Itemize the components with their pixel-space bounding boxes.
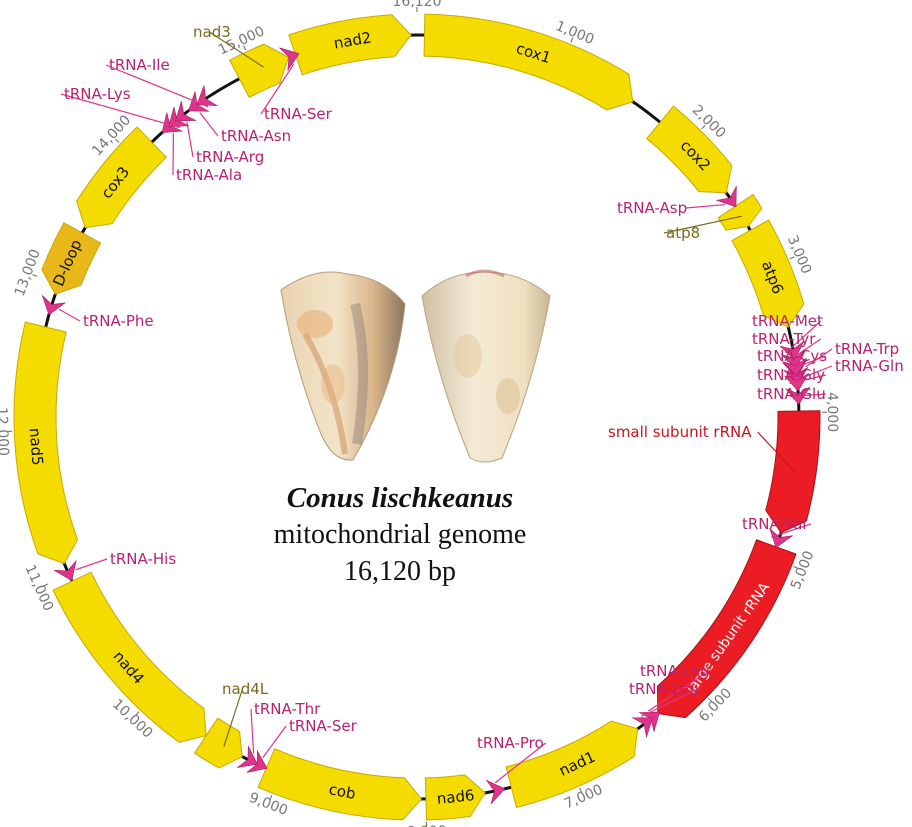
tick-label: 12,000 xyxy=(0,407,11,457)
gene-label-nad3: nad3 xyxy=(193,23,231,41)
tick-label: 11,000 xyxy=(22,562,57,613)
trna-label-trna-phe: tRNA-Phe xyxy=(83,312,154,330)
trna-leader-line xyxy=(200,113,218,136)
tick-label: 16,120 xyxy=(393,0,442,10)
gene-label-nad4l: nad4L xyxy=(222,680,269,698)
trna-label-trna-leu: tRNA-Leu xyxy=(640,662,710,680)
gene-label-atp8: atp8 xyxy=(666,224,700,242)
trna-label-trna-arg: tRNA-Arg xyxy=(196,148,264,166)
trna-label-trna-lys: tRNA-Lys xyxy=(64,85,131,103)
trna-label-trna-glu: tRNA-Glu xyxy=(757,385,826,403)
trna-label-trna-his: tRNA-His xyxy=(110,550,176,568)
cone-shell-image-right xyxy=(418,266,553,466)
trna-label-trna-gly: tRNA-Gly xyxy=(757,366,825,384)
trna-label-trna-ser: tRNA-Ser xyxy=(289,717,358,735)
trna-label-trna-asn: tRNA-Asn xyxy=(221,127,291,145)
gene-nad3 xyxy=(230,44,289,97)
trna-leader-line xyxy=(76,559,107,570)
gene-label-small-subunit-rrna: small subunit rRNA xyxy=(608,423,752,441)
trna-leader-line xyxy=(686,205,725,208)
tick-label: 4,000 xyxy=(824,392,840,432)
trna-leader-line xyxy=(59,309,80,321)
trna-marker xyxy=(197,86,217,106)
gene-segments xyxy=(14,14,820,820)
trna-label-trna-thr: tRNA-Thr xyxy=(254,700,321,718)
trna-label-trna-tyr: tRNA-Tyr xyxy=(752,330,816,348)
gene-label-nad5: nad5 xyxy=(26,427,47,466)
trna-label-trna-ile: tRNA-Ile xyxy=(109,56,170,74)
trna-label-trna-cys: tRNA-Cys xyxy=(757,347,827,365)
trna-label-trna-gln: tRNA-Gln xyxy=(835,357,904,375)
gene-label-nad6: nad6 xyxy=(436,786,475,808)
trna-label-trna-met: tRNA-Met xyxy=(752,312,823,330)
genome-size: 16,120 bp xyxy=(230,554,570,590)
trna-label-trna-ser: tRNA-Ser xyxy=(264,105,333,123)
genome-caption: Conus lischkeanus mitochondrial genome 1… xyxy=(230,480,570,590)
tick-label: 13,000 xyxy=(12,247,44,299)
trna-leader-line xyxy=(187,122,193,157)
trna-label-trna-leu: tRNA-Leu xyxy=(629,680,699,698)
trna-label-trna-trp: tRNA-Trp xyxy=(835,340,899,358)
trna-label-trna-asp: tRNA-Asp xyxy=(617,199,687,217)
tick-label: 8,000 xyxy=(406,823,446,827)
genome-description: mitochondrial genome xyxy=(230,516,570,554)
trna-label-trna-pro: tRNA-Pro xyxy=(477,734,544,752)
trna-label-trna-ala: tRNA-Ala xyxy=(176,166,242,184)
species-name: Conus lischkeanus xyxy=(230,480,570,516)
trna-label-trna-val: tRNA-Val xyxy=(742,515,806,533)
cone-shell-image-left xyxy=(275,264,410,464)
gene-cox1 xyxy=(424,14,633,110)
